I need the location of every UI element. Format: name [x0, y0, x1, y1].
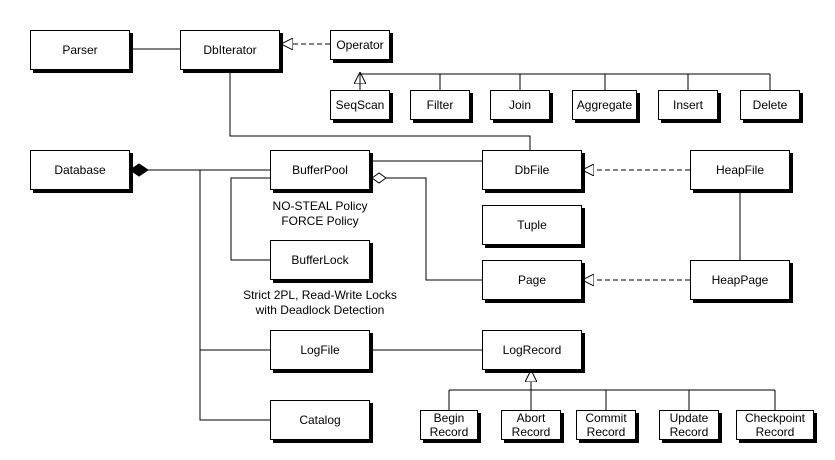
- class-commit-record-label: Commit Record: [585, 411, 627, 439]
- class-bufferpool-label: BufferPool: [292, 163, 348, 177]
- class-catalog[interactable]: Catalog: [270, 400, 370, 440]
- database-composition-diamond: [129, 163, 149, 177]
- class-bufferlock-label: BufferLock: [291, 253, 349, 267]
- class-logfile[interactable]: LogFile: [270, 330, 370, 370]
- class-bufferpool[interactable]: BufferPool: [270, 150, 370, 190]
- class-dbiterator[interactable]: DbIterator: [180, 30, 280, 70]
- class-heappage[interactable]: HeapPage: [690, 260, 790, 300]
- class-aggregate-label: Aggregate: [576, 98, 633, 112]
- class-delete-label: Delete: [752, 98, 788, 112]
- bufferpool-aggregation-diamond: [371, 172, 387, 184]
- class-delete[interactable]: Delete: [740, 90, 800, 120]
- class-abort-record[interactable]: Abort Record: [501, 410, 561, 440]
- class-operator[interactable]: Operator: [330, 30, 390, 60]
- class-begin-record-label: Begin Record: [429, 411, 469, 439]
- class-logfile-label: LogFile: [300, 343, 340, 357]
- bufferpool-page-link: [386, 177, 482, 281]
- class-checkpoint-record[interactable]: Checkpoint Record: [736, 410, 814, 440]
- class-parser-label: Parser: [62, 43, 98, 57]
- class-aggregate[interactable]: Aggregate: [572, 90, 637, 120]
- class-insert[interactable]: Insert: [658, 90, 718, 120]
- class-dbfile-label: DbFile: [514, 163, 550, 177]
- class-catalog-label: Catalog: [299, 413, 341, 427]
- class-filter[interactable]: Filter: [410, 90, 470, 120]
- class-operator-label: Operator: [336, 38, 384, 52]
- class-page[interactable]: Page: [482, 260, 582, 300]
- class-update-record-label: Update Record: [669, 411, 709, 439]
- class-insert-label: Insert: [672, 98, 703, 112]
- class-heapfile[interactable]: HeapFile: [690, 150, 790, 190]
- class-abort-record-label: Abort Record: [511, 411, 551, 439]
- class-database-label: Database: [54, 163, 106, 177]
- class-tuple[interactable]: Tuple: [482, 205, 582, 245]
- class-dbiterator-label: DbIterator: [203, 43, 257, 57]
- class-update-record[interactable]: Update Record: [659, 410, 719, 440]
- class-page-label: Page: [517, 273, 547, 287]
- class-filter-label: Filter: [426, 98, 454, 112]
- logrecord-inheritance-bus: [448, 389, 776, 410]
- class-begin-record[interactable]: Begin Record: [420, 410, 478, 440]
- class-bufferlock[interactable]: BufferLock: [270, 240, 370, 280]
- bufferpool-bufferlock-link: [230, 177, 270, 261]
- dbiterator-dbfile-link: [229, 70, 531, 150]
- class-dbfile[interactable]: DbFile: [482, 150, 582, 190]
- class-database[interactable]: Database: [30, 150, 130, 190]
- class-tuple-label: Tuple: [517, 218, 547, 232]
- database-composition-links: [148, 169, 270, 421]
- bufferpool-policy-note: NO-STEAL Policy FORCE Policy: [272, 199, 368, 228]
- class-heapfile-label: HeapFile: [715, 163, 765, 177]
- class-checkpoint-record-label: Checkpoint Record: [744, 411, 806, 439]
- class-commit-record[interactable]: Commit Record: [576, 410, 636, 440]
- class-seqscan-label: SeqScan: [335, 98, 385, 112]
- class-logrecord-label: LogRecord: [502, 343, 562, 357]
- class-join[interactable]: Join: [490, 90, 550, 120]
- class-join-label: Join: [508, 98, 531, 112]
- class-logrecord[interactable]: LogRecord: [482, 330, 582, 370]
- operator-inheritance-bus: [359, 73, 771, 90]
- class-heappage-label: HeapPage: [711, 273, 769, 287]
- class-seqscan[interactable]: SeqScan: [330, 90, 390, 120]
- class-parser[interactable]: Parser: [30, 30, 130, 70]
- bufferlock-policy-note: Strict 2PL, Read-Write Locks with Deadlo…: [243, 288, 397, 317]
